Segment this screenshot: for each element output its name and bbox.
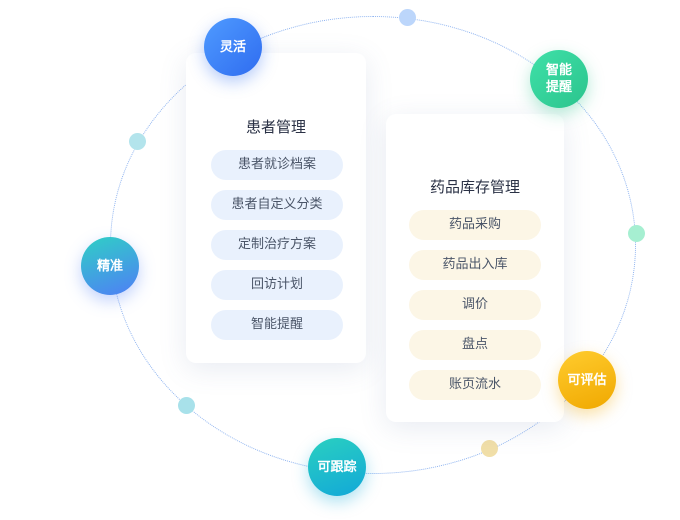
badge-flexible-label: 灵活	[219, 39, 246, 55]
badge-evaluable: 可评估	[558, 351, 616, 409]
patient-card-title: 患者管理	[245, 118, 306, 136]
orbit-dot-bottom-right	[481, 440, 498, 457]
patient-item-custom-category[interactable]: 患者自定义分类	[211, 190, 343, 220]
patient-item-followup-plan[interactable]: 回访计划	[211, 270, 343, 300]
badge-smart-reminder: 智能 提醒	[530, 50, 588, 108]
patient-item-treatment-plan[interactable]: 定制治疗方案	[211, 230, 343, 260]
badge-smart-reminder-label: 智能 提醒	[545, 63, 572, 95]
badge-evaluable-label: 可评估	[567, 372, 607, 388]
drug-item-purchase[interactable]: 药品采购	[409, 210, 541, 240]
drug-card-title: 药品库存管理	[429, 178, 520, 196]
badge-precise-label: 精准	[96, 258, 123, 274]
drug-item-in-out[interactable]: 药品出入库	[409, 250, 541, 280]
drug-inventory-card: 药品库存管理 药品采购 药品出入库 调价 盘点 账页流水	[386, 114, 564, 422]
badge-trackable: 可跟踪	[308, 438, 366, 496]
badge-trackable-label: 可跟踪	[317, 459, 357, 475]
patient-item-records[interactable]: 患者就诊档案	[211, 150, 343, 180]
orbit-dot-left-lower	[178, 397, 195, 414]
drug-item-price-adjust[interactable]: 调价	[409, 290, 541, 320]
badge-precise: 精准	[81, 237, 139, 295]
orbit-dot-left-upper	[129, 133, 146, 150]
orbit-dot-top	[399, 9, 416, 26]
orbit-dot-right	[628, 225, 645, 242]
patient-management-card: 患者管理 患者就诊档案 患者自定义分类 定制治疗方案 回访计划 智能提醒	[186, 53, 366, 363]
drug-item-stocktake[interactable]: 盘点	[409, 330, 541, 360]
drug-item-ledger[interactable]: 账页流水	[409, 370, 541, 400]
badge-flexible: 灵活	[204, 18, 262, 76]
patient-item-smart-reminder[interactable]: 智能提醒	[211, 310, 343, 340]
